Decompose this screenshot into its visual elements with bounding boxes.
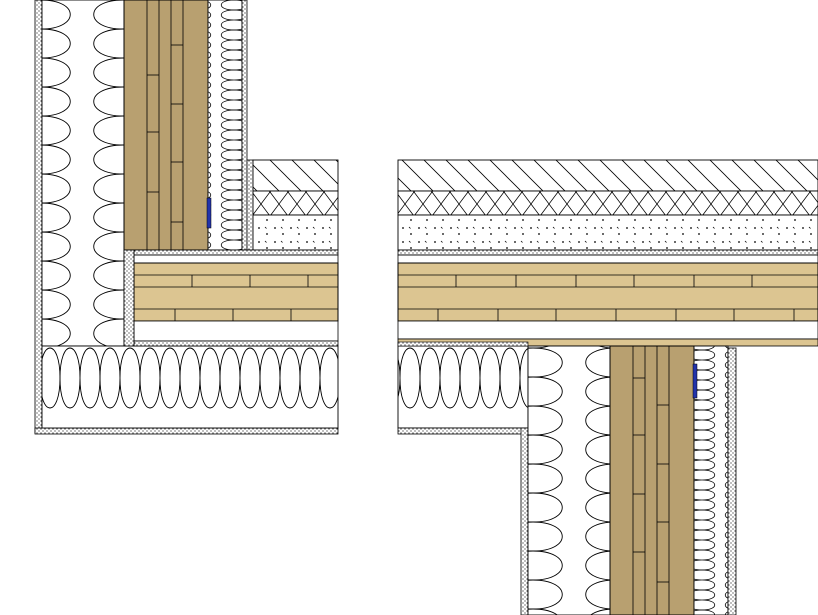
impact-insulation (252, 190, 339, 216)
slab-edge-insulation-right (397, 345, 529, 429)
slab-edge-insulation (41, 345, 339, 429)
screed-right (397, 214, 818, 251)
inner-lining (241, 0, 248, 251)
outer-render-horizontal (34, 427, 339, 435)
timber-wall-panel-right (609, 345, 695, 615)
wall-insulation-interior (207, 0, 243, 251)
right-detail (397, 159, 818, 615)
floor-finish (252, 159, 339, 192)
impact-insulation-right (397, 190, 818, 216)
wall-insulation-exterior (41, 0, 125, 347)
wall-insulation-exterior-right (527, 345, 611, 615)
wall-insulation-interior-right (693, 345, 729, 615)
slab-edge-strip (123, 249, 135, 347)
clt-slab (133, 262, 339, 322)
edge-strip (246, 159, 254, 251)
timber-wall-panel (123, 0, 209, 251)
clt-slab-right (397, 262, 818, 322)
outer-render-vertical (34, 0, 43, 434)
left-detail (34, 0, 339, 435)
screed (252, 214, 339, 251)
seal-tape (206, 197, 212, 229)
floor-finish-right (397, 159, 818, 192)
seal-tape-right (692, 363, 698, 399)
